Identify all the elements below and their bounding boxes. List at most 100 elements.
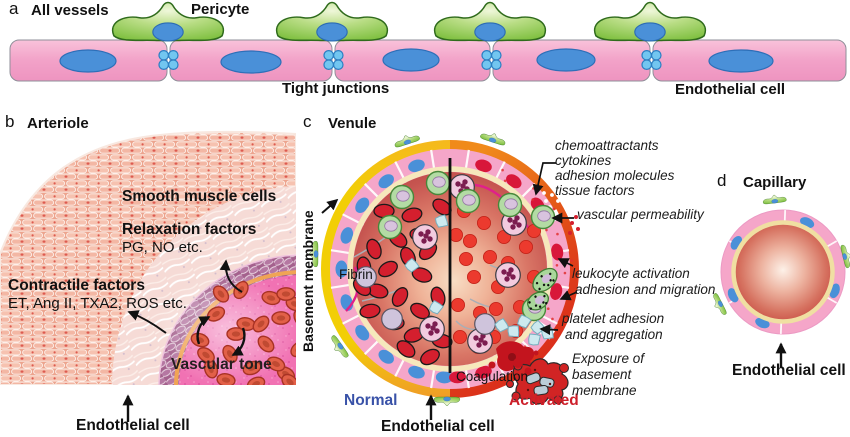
platelet	[494, 317, 510, 333]
rbc	[257, 335, 275, 353]
tight-junction-icon	[650, 49, 662, 61]
wall-nucleus	[549, 283, 563, 300]
tight-junction-icon	[323, 59, 334, 70]
blood-drip	[513, 358, 523, 368]
rbc	[285, 296, 296, 312]
tight-junction-icon	[332, 59, 344, 70]
basement-membrane-arrow	[321, 198, 339, 214]
aggregate-plate	[533, 385, 549, 396]
tight-junctions-label: Tight junctions	[282, 80, 390, 97]
contractile-examples: ET, Ang II, TXA2, ROS etc.	[8, 295, 187, 312]
normal-activated-divider	[448, 158, 452, 373]
panel-c-letter: c	[303, 112, 312, 131]
speckle	[570, 259, 574, 262]
neutrophil	[419, 316, 445, 342]
platelet	[434, 214, 449, 228]
cell-nucleus	[536, 48, 596, 72]
degranulation-dot	[544, 199, 548, 203]
platelet	[428, 300, 444, 315]
speckle	[551, 317, 554, 321]
rbc	[226, 327, 246, 341]
panel-b-illustration	[0, 130, 296, 437]
speckle	[555, 263, 559, 267]
fibrin-label: Fibrin	[339, 267, 373, 282]
rbc	[197, 347, 215, 363]
rbc-activated	[476, 216, 491, 231]
panel-a-title: All vessels	[31, 2, 109, 19]
panel-b-letter: b	[5, 112, 15, 131]
cell-nucleus	[220, 50, 282, 74]
wall-nucleus	[435, 371, 453, 384]
relaxation-arrow	[219, 259, 243, 293]
wall-nucleus	[355, 197, 370, 213]
aggregate-plate	[525, 372, 541, 385]
annotation-aggregation: and aggregation	[565, 327, 663, 342]
platelet	[404, 257, 420, 273]
rbc-activated	[488, 301, 503, 316]
panel-c-title: Venule	[328, 115, 377, 132]
tight-junction-icon	[481, 49, 492, 61]
speckle	[531, 198, 535, 201]
tight-junction-icon	[481, 59, 492, 70]
wall-nucleus	[335, 260, 348, 278]
platelet-aggregate	[506, 358, 569, 405]
grey-cell	[355, 266, 377, 288]
capillary-cross-section	[709, 193, 850, 367]
panel-d-title: Capillary	[743, 174, 807, 191]
tight-junction-icon	[158, 59, 169, 70]
annotation-adhesion-migration: adhesion and migration	[575, 282, 716, 297]
leukocyte	[497, 192, 523, 218]
released-factor-dot	[574, 215, 578, 219]
annotation-vascular-permeability: vascular permeability	[577, 207, 704, 222]
coagulation-label: Coagulation	[456, 369, 529, 384]
panel-c-illustration	[309, 129, 580, 420]
cell-separator	[825, 296, 838, 304]
wall-nucleus	[506, 174, 522, 189]
rbc	[233, 280, 249, 300]
leukocyte	[389, 184, 415, 210]
annotation-exposure-2: basement	[572, 367, 632, 382]
rbc-normal	[396, 340, 416, 358]
activated-leukocyte	[532, 267, 558, 293]
basement-membrane-label: Basement membrane	[300, 210, 316, 352]
panel-d-letter: d	[717, 171, 727, 190]
rbc	[212, 285, 230, 303]
leukocyte	[425, 170, 451, 196]
neutrophil	[412, 224, 438, 250]
leukocytes	[355, 170, 558, 354]
smooth-muscle-label: Smooth muscle cells	[122, 188, 277, 205]
pericyte-label: Pericyte	[191, 1, 250, 18]
speckle	[552, 207, 556, 211]
pericyte-icon	[275, 1, 389, 42]
arteriole-cross-section	[0, 130, 296, 437]
arteriole-rbcs	[190, 280, 296, 392]
wall-nucleus	[355, 325, 370, 341]
pericyte-icon	[479, 129, 508, 147]
leukocyte	[455, 188, 481, 214]
panel-b-title: Arteriole	[27, 115, 89, 132]
rbc-activated	[482, 249, 497, 264]
relaxation-heading: Relaxation factors	[122, 221, 257, 238]
rbc	[252, 315, 270, 333]
wall-nucleus	[340, 227, 354, 244]
rbc	[216, 372, 236, 388]
rbc	[266, 356, 286, 372]
vascular-tone-label: Vascular tone	[171, 356, 272, 373]
tight-junction-icon	[158, 49, 169, 61]
endothelial-cell-label-d: Endothelial cell	[732, 362, 846, 379]
annotation-cytokines: cytokines	[555, 153, 612, 168]
annotation-tissue-factors: tissue factors	[555, 183, 635, 198]
released-factor-dot	[570, 221, 574, 225]
neutrophil	[467, 328, 493, 354]
degranulation-dot	[542, 191, 546, 195]
wall-nucleus	[475, 365, 492, 379]
grey-cell	[474, 313, 496, 335]
rbc	[276, 287, 296, 301]
chemoattractants-pointer	[532, 162, 556, 196]
pericyte-icon	[434, 396, 460, 406]
rbc	[293, 308, 296, 328]
wall-nucleus	[408, 365, 425, 379]
degranulation-dot	[554, 189, 558, 193]
rbc	[290, 340, 296, 358]
rbc-normal	[359, 303, 381, 319]
